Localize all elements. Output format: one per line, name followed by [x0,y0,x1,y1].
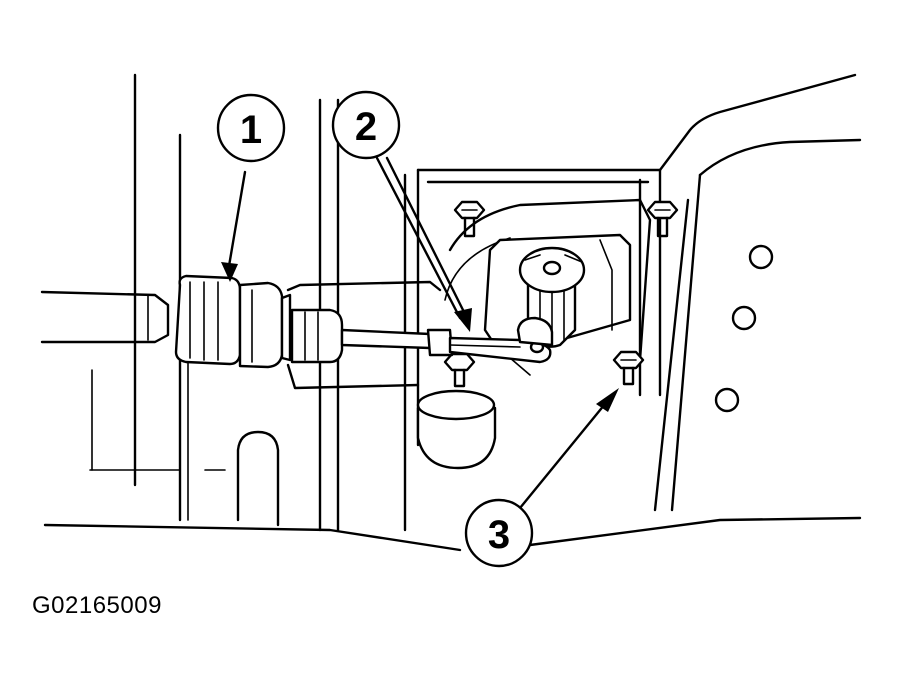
panel-holes [714,244,774,413]
bolt-upper-right [646,200,679,238]
round-lens [416,389,497,470]
callout-2: 2 [331,90,401,160]
push-rod-linkage [340,316,554,364]
bolt-lower-center [443,352,476,388]
figure-code: G02165009 [32,592,162,619]
leader-arrowhead-1 [221,262,238,282]
connector-coupling [174,274,292,369]
callout-1-label: 1 [240,108,262,152]
bolt-upper-left [453,200,486,238]
callout-3-label: 3 [488,513,510,557]
drive-shaft [40,290,170,344]
bolt-lower-right [612,350,645,386]
leader-arrowhead-2 [454,308,472,332]
callout-3: 3 [464,498,534,568]
actuator-tube [286,280,442,390]
leader-arrowhead-3 [596,388,619,412]
leader-lines [221,156,619,510]
callout-1: 1 [216,93,286,163]
right-body-structure [416,73,862,512]
callout-2-label: 2 [355,105,377,149]
